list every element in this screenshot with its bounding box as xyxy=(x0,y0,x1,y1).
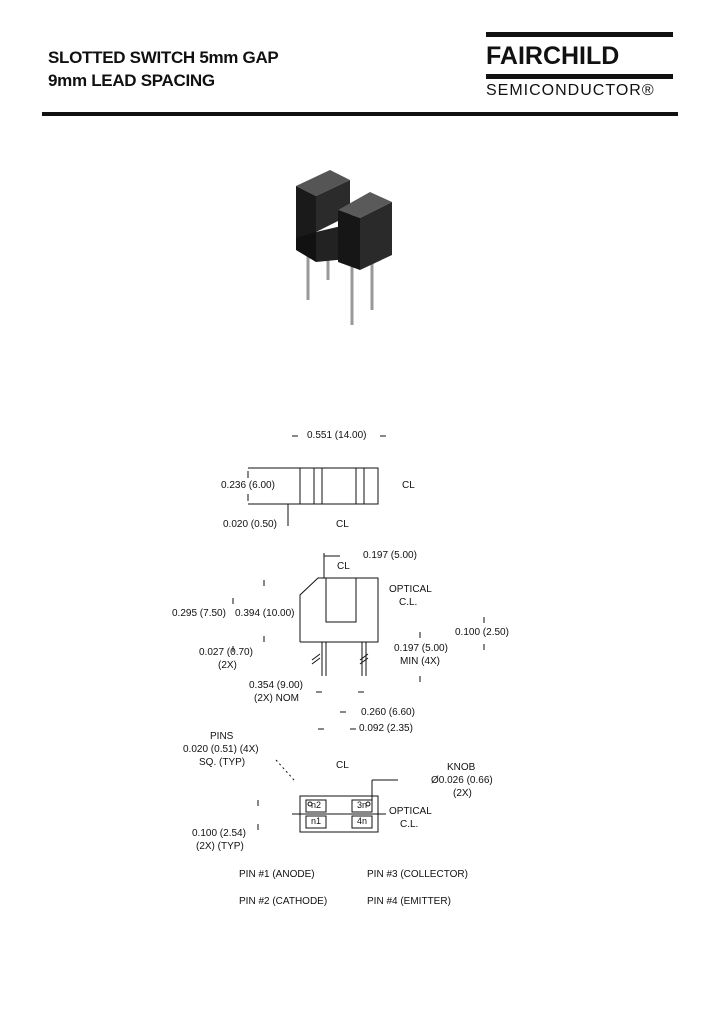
side-lead-length: 0.197 (5.00) xyxy=(394,643,448,654)
side-dim-092: 0.092 (2.35) xyxy=(359,723,413,734)
top-thickness-dim: 0.020 (0.50) xyxy=(223,519,277,530)
pins-label: PINS xyxy=(210,731,234,742)
top-height-dim: 0.236 (6.00) xyxy=(221,480,275,491)
logo-wordmark: FAIRCHILD xyxy=(486,42,620,70)
pin-4-label: 4n xyxy=(357,816,368,826)
side-spacing-qty: (2X) NOM xyxy=(254,693,299,704)
pins-size: 0.020 (0.51) (4X) xyxy=(183,744,259,755)
side-spacing-dim: 0.354 (9.00) xyxy=(249,680,303,691)
bottom-view xyxy=(257,759,398,833)
side-optical-1: OPTICAL xyxy=(389,584,432,595)
pins-sq: SQ. (TYP) xyxy=(199,757,246,768)
side-lead-width-qty: (2X) xyxy=(218,660,237,671)
side-pitch-dim: 0.100 (2.50) xyxy=(455,627,509,638)
legend-pin-4: PIN #4 (EMITTER) xyxy=(367,896,451,907)
header-rule xyxy=(42,112,678,116)
side-slot-dim: 0.197 (5.00) xyxy=(363,550,417,561)
side-cl: CL xyxy=(337,561,350,572)
product-photo xyxy=(296,170,392,325)
legend-pin-3: PIN #3 (COLLECTOR) xyxy=(367,869,468,880)
side-dim-260: 0.260 (6.60) xyxy=(361,707,415,718)
pin-2-label: n2 xyxy=(311,800,322,810)
top-width-dim: 0.551 (14.00) xyxy=(307,430,367,441)
knob-label: KNOB xyxy=(447,762,476,773)
side-lead-length-qty: MIN (4X) xyxy=(400,656,440,667)
logo-bar-bottom xyxy=(486,74,673,79)
knob-qty: (2X) xyxy=(453,788,472,799)
bottom-cl: CL xyxy=(336,760,349,771)
bottom-optical-2: C.L. xyxy=(400,819,419,830)
top-cl-right: CL xyxy=(402,480,415,491)
top-cl-below: CL xyxy=(336,519,349,530)
pin-1-label: n1 xyxy=(311,816,322,826)
bottom-optical-1: OPTICAL xyxy=(389,806,432,817)
legend-pin-1: PIN #1 (ANODE) xyxy=(239,869,315,880)
side-lead-width: 0.027 (0.70) xyxy=(199,647,253,658)
logo-bar-top xyxy=(486,32,673,37)
bottom-pitch-dim: 0.100 (2.54) xyxy=(192,828,246,839)
pin-3-label: 3n xyxy=(357,800,368,810)
side-h2-dim: 0.394 (10.00) xyxy=(235,608,295,619)
title-line-2: 9mm LEAD SPACING xyxy=(48,71,215,90)
bottom-pitch-qty: (2X) (TYP) xyxy=(196,841,244,852)
side-view xyxy=(232,553,485,730)
legend-pin-2: PIN #2 (CATHODE) xyxy=(239,896,328,907)
title-line-1: SLOTTED SWITCH 5mm GAP xyxy=(48,48,279,67)
side-h1-dim: 0.295 (7.50) xyxy=(172,608,226,619)
knob-size: Ø0.026 (0.66) xyxy=(431,775,493,786)
top-view xyxy=(247,435,386,526)
side-optical-2: C.L. xyxy=(399,597,418,608)
logo-subtitle: SEMICONDUCTOR® xyxy=(486,82,655,99)
